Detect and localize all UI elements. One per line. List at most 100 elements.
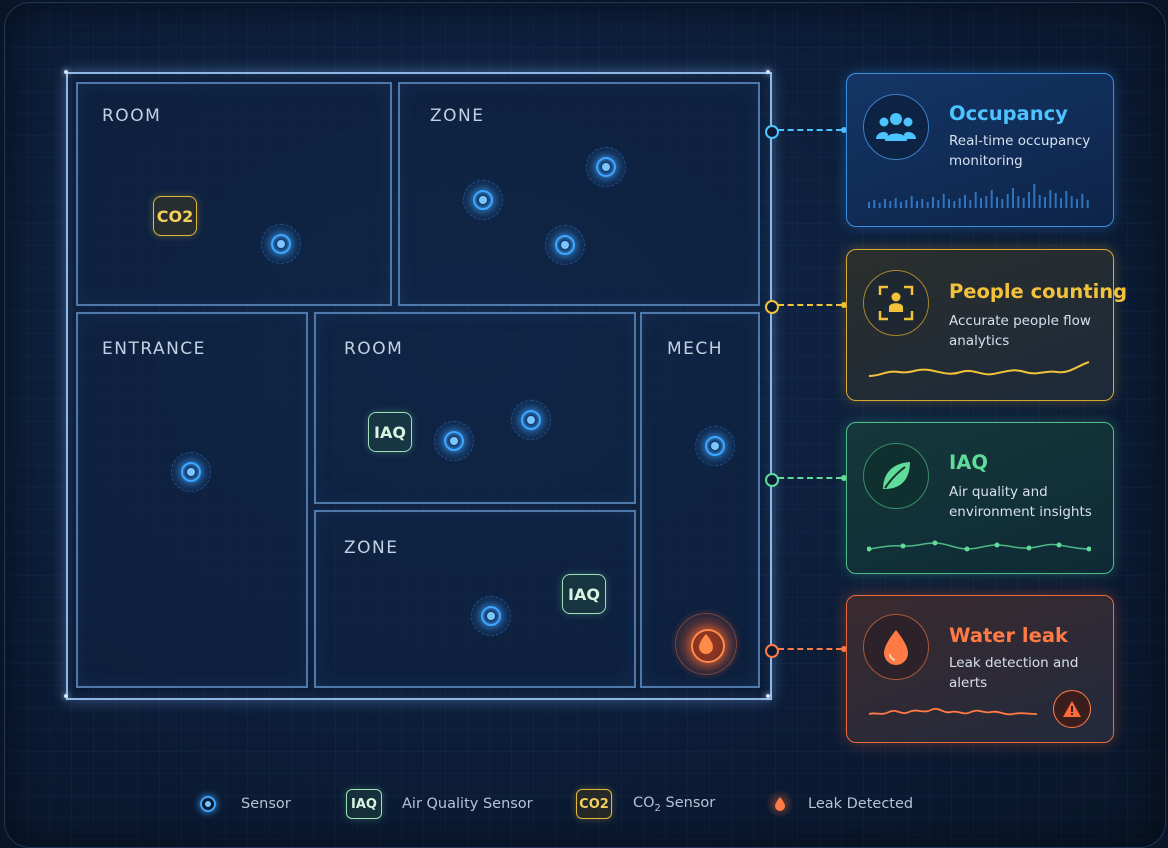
activity-bar	[985, 196, 988, 208]
plan-corner	[766, 70, 770, 74]
card-title: People counting	[949, 280, 1128, 303]
activity-bar	[969, 200, 972, 208]
activity-bar	[980, 198, 982, 208]
room-label: ROOM	[102, 106, 162, 126]
legend-label: Air Quality Sensor	[402, 796, 533, 812]
activity-bar	[1065, 191, 1068, 208]
activity-bar	[889, 201, 892, 208]
activity-bar	[1049, 190, 1052, 208]
connector-node	[765, 125, 779, 139]
activity-bar	[884, 199, 886, 208]
card-title: Occupancy	[949, 102, 1068, 125]
activity-bar	[1017, 196, 1020, 208]
connector-end	[841, 127, 847, 133]
connector-node	[765, 473, 779, 487]
entrance-area	[76, 312, 308, 688]
room-center	[314, 312, 636, 504]
water-leak-card[interactable]: Water leak Leak detection and alerts	[846, 595, 1114, 743]
people-counting-card[interactable]: People counting Accurate people flow ana…	[846, 249, 1127, 401]
sensor-marker[interactable]	[432, 419, 476, 463]
zone-bottom	[314, 510, 636, 688]
card-title: Water leak	[949, 624, 1068, 647]
entrance-label: ENTRANCE	[102, 339, 206, 359]
connector-line	[778, 129, 842, 131]
card-description: Air quality and environment insights	[949, 484, 1092, 520]
legend-label: CO2 Sensor	[633, 794, 716, 814]
card-description: Real-time occupancy monitoring	[949, 133, 1091, 169]
zone-label: ZONE	[344, 538, 399, 558]
connector-end	[841, 302, 847, 308]
activity-bar	[1044, 197, 1046, 208]
sensor-marker[interactable]	[509, 398, 553, 442]
activity-bar	[878, 203, 881, 208]
co2-sensor-badge[interactable]: CO2	[153, 196, 197, 236]
alert-warning-icon[interactable]	[1053, 690, 1091, 728]
occupancy-card[interactable]: Occupancy Real-time occupancy monitoring	[846, 73, 1114, 227]
sensor-marker[interactable]	[461, 178, 505, 222]
activity-bar	[974, 192, 977, 208]
activity-bar	[1054, 193, 1057, 208]
occupancy-activity-bars	[868, 184, 1089, 208]
card-description: Accurate people flow analytics	[949, 313, 1091, 349]
legend-label: Sensor	[241, 796, 291, 812]
activity-bar	[1022, 198, 1025, 208]
leak-signal-wave	[868, 708, 1038, 716]
iaq-sensor-badge[interactable]: IAQ	[562, 574, 606, 614]
activity-bar	[1086, 200, 1089, 208]
legend-item-leak: Leak Detected	[766, 786, 913, 822]
activity-bar	[1006, 194, 1009, 208]
activity-bar	[1001, 199, 1004, 208]
activity-bar	[964, 195, 966, 208]
people-flow-wave	[868, 361, 1090, 377]
sensor-marker[interactable]	[169, 450, 213, 494]
leak-icon	[766, 790, 794, 818]
iaq-sensor-badge[interactable]: IAQ	[368, 412, 412, 452]
activity-bar	[996, 197, 998, 208]
activity-bar	[990, 190, 993, 208]
activity-bar	[926, 202, 929, 208]
sensor-marker[interactable]	[259, 222, 303, 266]
activity-bar	[948, 199, 950, 208]
activity-bar	[942, 194, 945, 208]
activity-bar	[1033, 184, 1036, 208]
activity-bar	[937, 200, 940, 208]
sensor-marker[interactable]	[469, 594, 513, 638]
card-description: Leak detection and alerts	[949, 655, 1079, 691]
activity-bar	[910, 196, 913, 208]
connector-node	[765, 300, 779, 314]
activity-bar	[1081, 194, 1084, 208]
activity-bar	[932, 197, 934, 208]
activity-bar	[1038, 195, 1041, 208]
activity-bar	[900, 202, 902, 208]
iaq-badge-icon: IAQ	[346, 789, 382, 819]
sensor-marker[interactable]	[543, 223, 587, 267]
people-icon	[863, 94, 929, 160]
activity-bar	[1060, 198, 1062, 208]
air-quality-wave	[867, 540, 1091, 552]
plan-corner	[64, 70, 68, 74]
iaq-card[interactable]: IAQ Air quality and environment insights	[846, 422, 1114, 574]
activity-bar	[1012, 188, 1014, 208]
activity-bar	[953, 201, 956, 208]
plan-corner	[64, 694, 68, 698]
water-drop-icon	[863, 614, 929, 680]
legend-item-co2: CO2 CO2 Sensor	[576, 786, 715, 822]
room-label: ROOM	[344, 339, 404, 359]
activity-bar	[921, 199, 924, 208]
card-title: IAQ	[949, 451, 988, 474]
sensor-marker[interactable]	[584, 145, 628, 189]
connector-line	[778, 648, 842, 650]
leak-detected-marker[interactable]	[671, 609, 741, 679]
co2-badge-icon: CO2	[576, 789, 612, 819]
legend-item-iaq: IAQ Air Quality Sensor	[346, 786, 533, 822]
activity-bar	[958, 198, 961, 208]
room-top-left	[76, 82, 392, 306]
activity-bar	[905, 200, 908, 208]
sensor-icon	[194, 790, 222, 818]
water-drop-icon	[699, 634, 713, 654]
leaf-icon	[863, 443, 929, 509]
activity-bar	[1076, 199, 1078, 208]
sensor-marker[interactable]	[693, 424, 737, 468]
activity-bar	[1028, 192, 1030, 208]
connector-end	[841, 475, 847, 481]
